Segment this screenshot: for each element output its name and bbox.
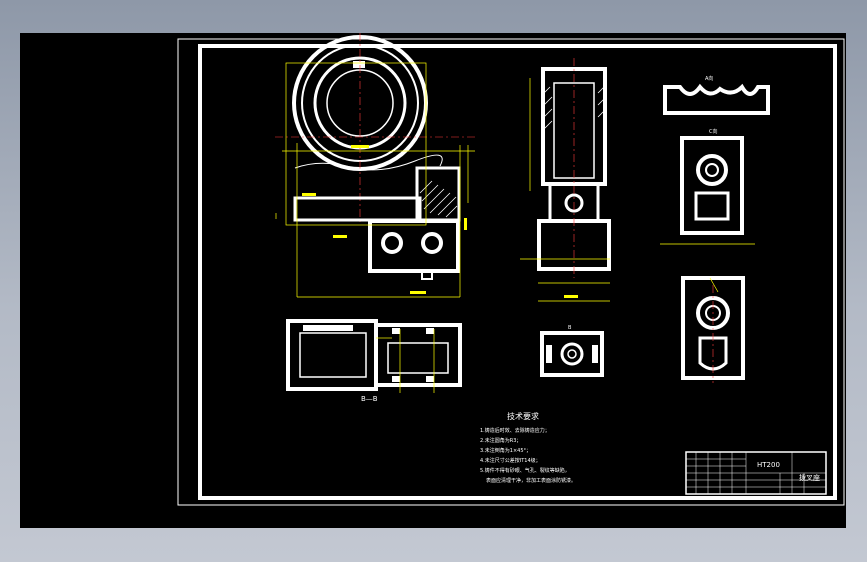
side-hatch (543, 86, 605, 130)
bc-bore (560, 342, 584, 366)
lug (421, 270, 433, 280)
tech-requirements: 技术要求 1.铸造后时效、去除铸造应力； 2.未注圆角为R3； 3.未注倒角为1… (480, 411, 576, 484)
title-block-grid (686, 452, 826, 494)
section-hatch (419, 180, 458, 218)
front-dimensions (275, 62, 475, 298)
saddle-profile (663, 83, 770, 115)
side-dim-text (564, 295, 578, 298)
bc-outer (540, 331, 604, 377)
sheet-outer-border (177, 38, 845, 506)
base-plate (293, 196, 422, 222)
rm-bore (696, 154, 728, 186)
bb-top-bar (303, 325, 353, 331)
section-bb[interactable]: B—B (286, 319, 462, 403)
title-block[interactable]: HT200 拨叉座 (685, 451, 827, 495)
lower-block (368, 219, 460, 273)
view-label-c: C向 (709, 128, 718, 135)
break-line (294, 154, 443, 171)
material-text: HT200 (757, 461, 780, 469)
bb-right-inner (387, 342, 449, 374)
rm-outer (680, 136, 744, 235)
part-name-text: 拨叉座 (799, 473, 820, 482)
top-right-view[interactable]: A向 (663, 75, 770, 115)
keyway (353, 61, 365, 68)
bottom-center-view[interactable]: B (540, 325, 604, 377)
bb-left (286, 319, 378, 391)
tech-line-5: 5.铸件不得有砂眼、气孔、裂纹等缺陷， (480, 467, 570, 474)
tech-line-4: 4.未注尺寸公差按IT14级； (480, 457, 541, 464)
hole-left (381, 232, 403, 254)
tech-line-3: 3.未注倒角为1×45°； (480, 447, 531, 454)
hole-right (421, 232, 443, 254)
bc-bore-inner (567, 349, 577, 359)
rm-window (694, 191, 730, 221)
tech-line-2: 2.未注圆角为R3； (480, 437, 521, 444)
right-mid-view[interactable]: C向 (660, 128, 755, 245)
bb-right (374, 323, 462, 387)
cad-viewport[interactable]: A向 C向 B—B (20, 33, 846, 528)
bc-hatch (546, 345, 598, 363)
dim-text (302, 145, 467, 294)
bb-dimensions (376, 329, 435, 393)
cad-drawing: A向 C向 B—B (177, 33, 845, 506)
side-view[interactable] (520, 58, 611, 302)
side-boss (415, 166, 461, 222)
view-label-b: B (568, 325, 572, 331)
tech-line-6: 表面应清理干净，非加工表面涂防锈漆。 (486, 477, 576, 484)
bb-hatch (392, 328, 434, 382)
rl-slot (698, 336, 728, 371)
tech-line-1: 1.铸造后时效、去除铸造应力； (480, 427, 550, 434)
sheet-inner-border (198, 44, 837, 500)
bb-left-inner (299, 332, 367, 378)
side-hole (564, 193, 584, 213)
view-label-a: A向 (705, 75, 713, 82)
side-dimensions (520, 78, 610, 302)
rl-dim (709, 277, 719, 293)
section-label: B—B (361, 395, 378, 403)
right-lower-view[interactable] (681, 276, 745, 383)
tech-title: 技术要求 (507, 411, 539, 421)
rm-bore-inner (705, 163, 719, 177)
front-view[interactable] (275, 33, 475, 298)
